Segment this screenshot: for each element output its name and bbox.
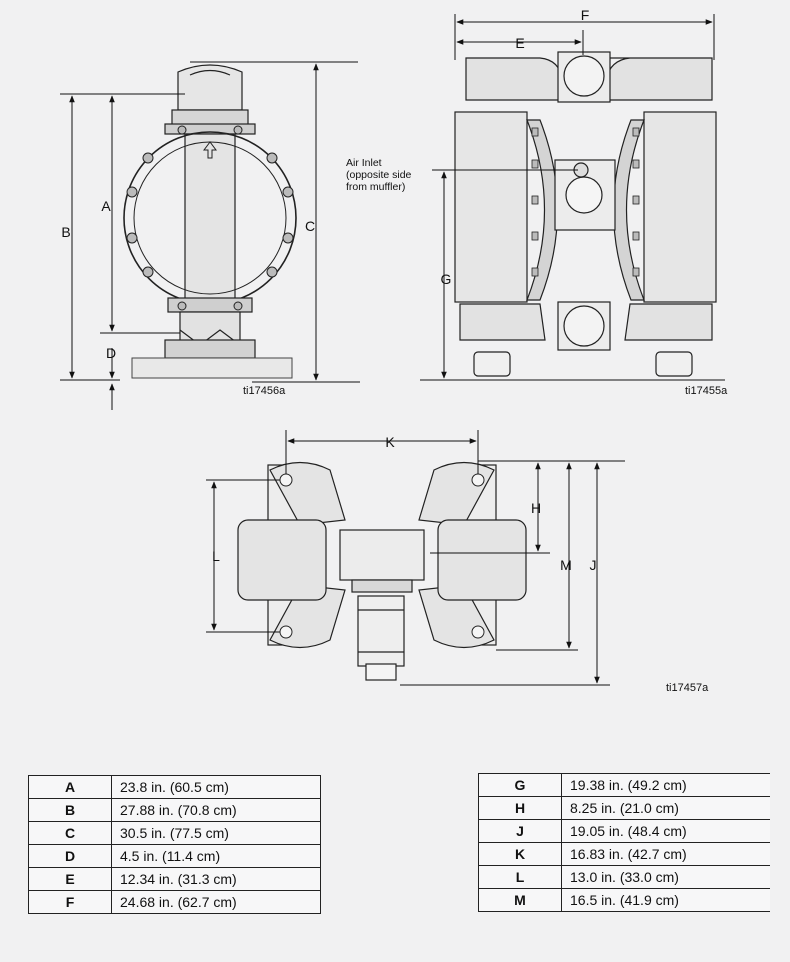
air-inlet-note-line3: from muffler) (346, 181, 405, 193)
side-view-dimensions (420, 14, 725, 381)
dim-value: 23.8 in. (60.5 cm) (111, 775, 321, 799)
top-view-pump (237, 461, 527, 681)
dim-key: L (478, 865, 562, 889)
dim-value: 27.88 in. (70.8 cm) (111, 798, 321, 822)
front-view-dimensions (60, 61, 360, 410)
dim-value: 12.34 in. (31.3 cm) (111, 867, 321, 891)
dim-value: 24.68 in. (62.7 cm) (111, 890, 321, 914)
dim-label-c: C (305, 218, 315, 234)
dim-label-j: J (590, 557, 597, 573)
dim-label-l: L (212, 548, 220, 564)
dim-key: F (28, 890, 112, 914)
air-inlet-note-line1: Air Inlet (346, 157, 382, 169)
side-view-pump (454, 51, 717, 377)
flow-arrow-icon (203, 141, 217, 159)
dim-key: C (28, 821, 112, 845)
dim-value: 8.25 in. (21.0 cm) (561, 796, 770, 820)
top-view-mount-holes (279, 473, 485, 639)
dim-key: H (478, 796, 562, 820)
dim-label-e: E (515, 35, 524, 51)
dim-value: 19.38 in. (49.2 cm) (561, 773, 770, 797)
dim-value: 16.5 in. (41.9 cm) (561, 888, 770, 912)
dim-key: D (28, 844, 112, 868)
figure-ref-side: ti17455a (685, 385, 728, 397)
front-view-base (131, 357, 293, 379)
dim-value: 4.5 in. (11.4 cm) (111, 844, 321, 868)
dim-value: 19.05 in. (48.4 cm) (561, 819, 770, 843)
dimension-drawings: B A C D ti17456a (60, 7, 728, 694)
dim-key: K (478, 842, 562, 866)
side-view-bolts (531, 127, 640, 277)
dim-key: J (478, 819, 562, 843)
dim-label-f: F (581, 7, 590, 23)
dim-label-h: H (531, 500, 541, 516)
figure-ref-top: ti17457a (666, 682, 709, 694)
dim-label-b: B (61, 224, 70, 240)
dim-key: B (28, 798, 112, 822)
dim-value: 13.0 in. (33.0 cm) (561, 865, 770, 889)
air-inlet-note-line2: (opposite side (346, 169, 412, 181)
dim-label-m: M (560, 557, 572, 573)
dim-key: G (478, 773, 562, 797)
dim-key: M (478, 888, 562, 912)
dim-key: E (28, 867, 112, 891)
dim-label-d: D (106, 345, 116, 361)
dim-label-g: G (441, 271, 452, 287)
dim-value: 16.83 in. (42.7 cm) (561, 842, 770, 866)
figure-ref-front: ti17456a (243, 385, 286, 397)
dim-value: 30.5 in. (77.5 cm) (111, 821, 321, 845)
dim-label-a: A (101, 198, 111, 214)
front-view-bolts (126, 125, 294, 311)
dim-key: A (28, 775, 112, 799)
dim-label-k: K (385, 434, 395, 450)
top-view-dimensions (206, 430, 625, 686)
front-view-pump (123, 64, 297, 359)
